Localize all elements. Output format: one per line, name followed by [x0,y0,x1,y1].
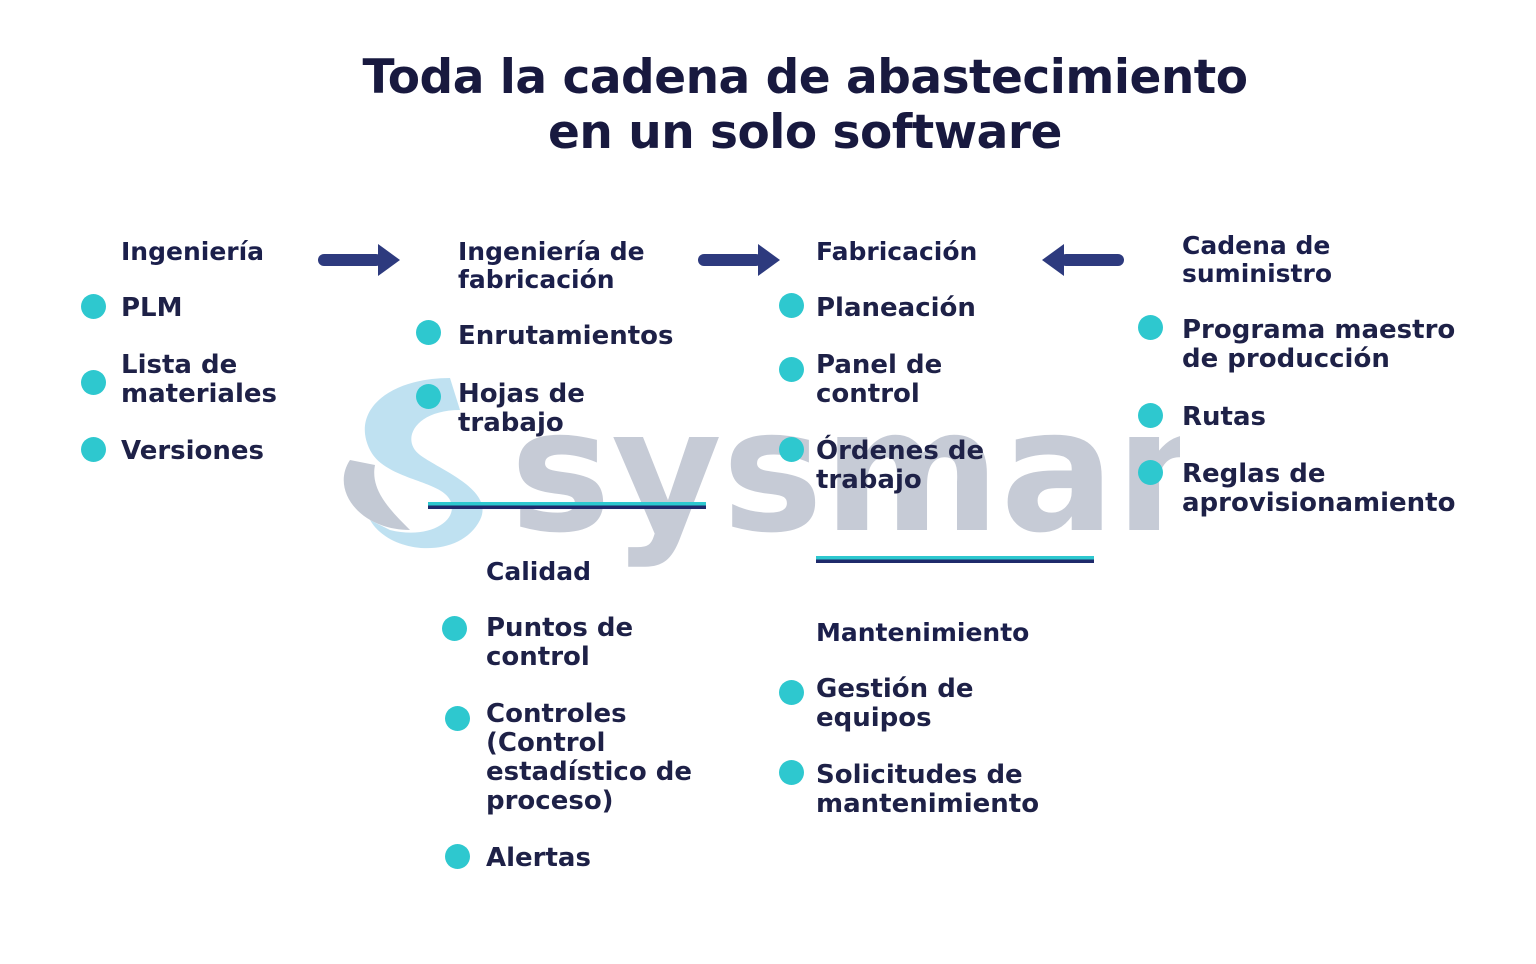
page-title: Toda la cadena de abastecimiento en un s… [0,50,1536,160]
heading-cadena-suministro: Cadena de suministro [1182,231,1332,288]
heading-ingenieria-fabricacion: Ingeniería de fabricación [458,237,645,294]
item-plm: PLM [121,293,183,323]
title-line-1: Toda la cadena de abastecimiento [362,50,1248,105]
bullet-icon [81,437,106,462]
item-planeacion: Planeación [816,293,976,323]
item-reglas-aprovisionamiento: Reglas de aprovisionamiento [1182,459,1456,518]
item-lista-materiales: Lista de materiales [121,350,277,409]
item-enrutamientos: Enrutamientos [458,321,674,351]
item-panel-control: Panel de control [816,350,943,409]
arrow-left-icon [1042,244,1124,276]
bullet-icon [779,680,804,705]
sysman-watermark-text: sysman [510,373,1180,570]
bullet-icon [779,293,804,318]
item-hojas-trabajo: Hojas de trabajo [458,379,585,438]
arrow-right-icon [698,244,780,276]
item-rutas: Rutas [1182,402,1266,432]
bullet-icon [779,437,804,462]
bullet-icon [416,320,441,345]
bullet-icon [81,370,106,395]
bullet-icon [1138,315,1163,340]
arrow-right-icon [318,244,400,276]
bullet-icon [445,844,470,869]
bullet-icon [779,760,804,785]
item-solicitudes-mantenimiento: Solicitudes de mantenimiento [816,760,1040,819]
item-puntos-control: Puntos de control [486,613,634,672]
divider-mantenimiento [816,556,1094,563]
heading-calidad: Calidad [486,557,592,586]
divider-calidad [428,502,706,509]
bullet-icon [779,357,804,382]
bullet-icon [445,706,470,731]
heading-fabricacion: Fabricación [816,237,978,266]
item-programa-maestro: Programa maestro de producción [1182,315,1456,374]
item-gestion-equipos: Gestión de equipos [816,674,974,733]
bullet-icon [1138,403,1163,428]
bullet-icon [416,384,441,409]
item-controles: Controles (Control estadístico de proces… [486,699,692,816]
heading-mantenimiento: Mantenimiento [816,618,1030,647]
item-versiones: Versiones [121,436,265,466]
bullet-icon [442,616,467,641]
title-line-2: en un solo software [548,105,1062,160]
item-alertas: Alertas [486,843,591,873]
bullet-icon [81,294,106,319]
heading-ingenieria: Ingeniería [121,237,265,266]
item-ordenes-trabajo: Órdenes de trabajo [816,436,985,495]
bullet-icon [1138,460,1163,485]
